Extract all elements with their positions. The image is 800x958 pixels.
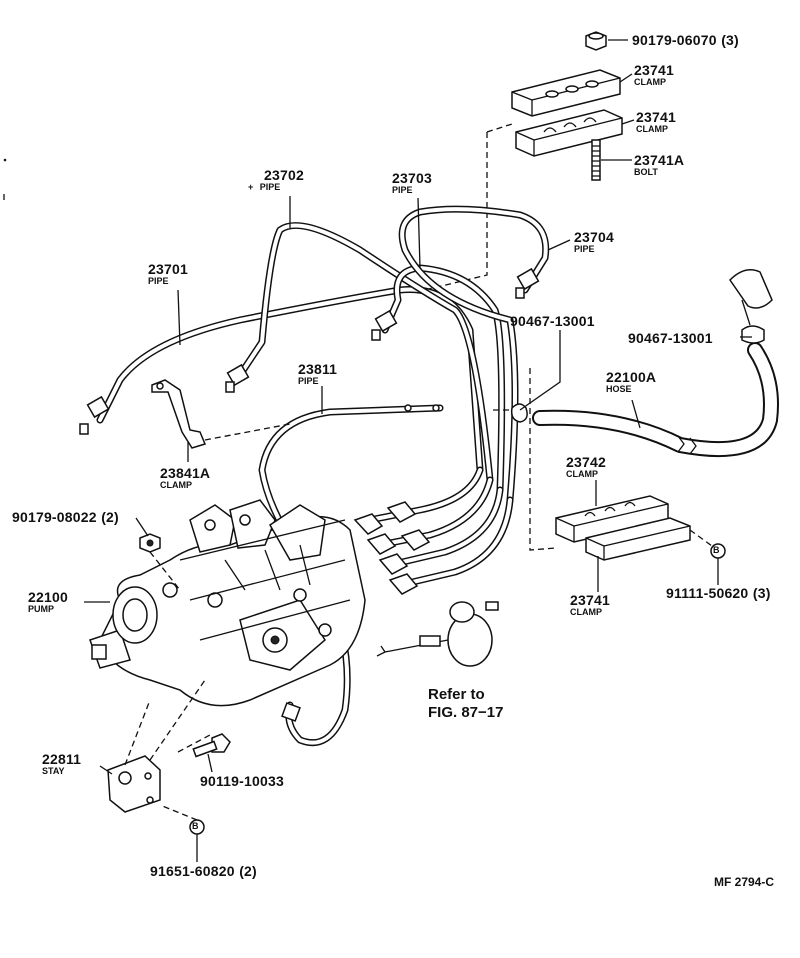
part-name: PIPE (574, 244, 595, 254)
vacuum-actuator (376, 601, 499, 667)
part-number: 23701 (148, 261, 188, 277)
part-qty: (3) (752, 585, 771, 601)
clamp-23742-assembly (555, 495, 691, 561)
part-number: 90179-08022 (12, 509, 97, 525)
part-number: 23841A (160, 465, 211, 481)
label-23704: 23704 PIPE (574, 230, 614, 254)
figure-reference: Refer to FIG. 87−17 (428, 686, 503, 722)
label-23703: 23703 PIPE (392, 171, 432, 195)
part-number: 22811 (42, 751, 82, 767)
part-number: 23742 (566, 454, 606, 470)
label-91651-60820: 91651-60820 (2) (150, 864, 257, 880)
part-number: 23741A (634, 152, 685, 168)
part-number: 23702 (264, 167, 304, 183)
part-name: CLAMP (160, 480, 192, 490)
part-number: 91111-50620 (666, 585, 749, 601)
label-90179-06070: 90179-06070 (3) (632, 33, 739, 49)
clamp-23741-mid (515, 109, 623, 157)
label-90179-08022: 90179-08022 (2) (12, 510, 119, 526)
stay-22811 (107, 755, 161, 813)
part-marker: + (248, 182, 254, 192)
label-23741-bottom: 23741 CLAMP (570, 593, 610, 617)
label-22100: 22100 PUMP (28, 590, 68, 614)
part-name: PIPE (259, 182, 281, 192)
part-number: 23741 (570, 592, 610, 608)
label-23741-top: 23741 CLAMP (634, 63, 674, 87)
part-name: CLAMP (570, 607, 602, 617)
part-number: 22100A (606, 369, 657, 385)
reference-line-2: FIG. 87−17 (428, 704, 504, 721)
injection-pipes (96, 205, 550, 747)
part-number: 91651-60820 (150, 863, 235, 879)
label-90119-10033: 90119-10033 (200, 774, 284, 790)
washer-mark-lower: B (192, 821, 199, 831)
label-23741A: 23741A BOLT (634, 153, 684, 177)
part-name: PIPE (298, 376, 319, 386)
label-23841A: 23841A CLAMP (160, 466, 210, 490)
part-qty: (2) (239, 863, 257, 879)
bolt-90119-10033 (192, 733, 231, 758)
label-91111-50620: 91111-50620 (3) (666, 586, 771, 602)
part-name: STAY (42, 766, 65, 776)
part-number: 90467-13001 (628, 330, 713, 346)
fuel-hose-22100A (532, 342, 779, 458)
label-22100A: 22100A HOSE (606, 370, 656, 394)
injection-pump-22100 (89, 499, 366, 707)
part-number: 23703 (392, 170, 432, 186)
tank-connector (729, 269, 773, 326)
part-name: PIPE (392, 185, 413, 195)
clamp-23741-top (511, 69, 621, 117)
part-number: 23741 (636, 109, 676, 125)
label-23811: 23811 PIPE (298, 362, 337, 386)
part-name: CLAMP (566, 469, 598, 479)
part-name: CLAMP (636, 124, 668, 134)
nut-90179-06070 (585, 31, 607, 51)
label-23742: 23742 CLAMP (566, 455, 606, 479)
part-number: 22100 (28, 589, 68, 605)
washer-mark-upper: B (713, 545, 720, 555)
part-name: HOSE (606, 384, 632, 394)
label-22811: 22811 STAY (42, 752, 81, 776)
bracket-23841A (151, 379, 207, 449)
part-number: 23811 (298, 361, 338, 377)
label-23701: 23701 PIPE (148, 262, 188, 286)
nut-90179-08022 (139, 533, 161, 553)
figure-code: MF 2794-C (714, 875, 775, 889)
part-qty: (3) (721, 32, 739, 48)
label-90467-13001-left: 90467-13001 (510, 314, 595, 330)
part-name-row: + PIPE (248, 183, 304, 192)
bolt-23741A (591, 139, 601, 181)
part-name: BOLT (634, 167, 658, 177)
part-qty: (2) (101, 509, 119, 525)
leader-lines (84, 39, 752, 862)
delivery-valve-fittings (353, 501, 431, 595)
hose-clip-right (741, 325, 765, 344)
part-number: 90467-13001 (510, 313, 595, 329)
part-number: 23741 (634, 62, 674, 78)
part-name: CLAMP (634, 77, 666, 87)
part-number: 90119-10033 (200, 773, 284, 789)
label-23741-mid: 23741 CLAMP (636, 110, 676, 134)
part-number: 23704 (574, 229, 614, 245)
pipe-fittings (79, 267, 540, 722)
label-90467-13001-right: 90467-13001 (628, 331, 713, 347)
part-name: PUMP (28, 604, 55, 614)
part-number: 90179-06070 (632, 32, 717, 48)
part-name: PIPE (148, 276, 169, 286)
label-23702: 23702 + PIPE (248, 167, 304, 192)
reference-line-1: Refer to (428, 686, 485, 703)
